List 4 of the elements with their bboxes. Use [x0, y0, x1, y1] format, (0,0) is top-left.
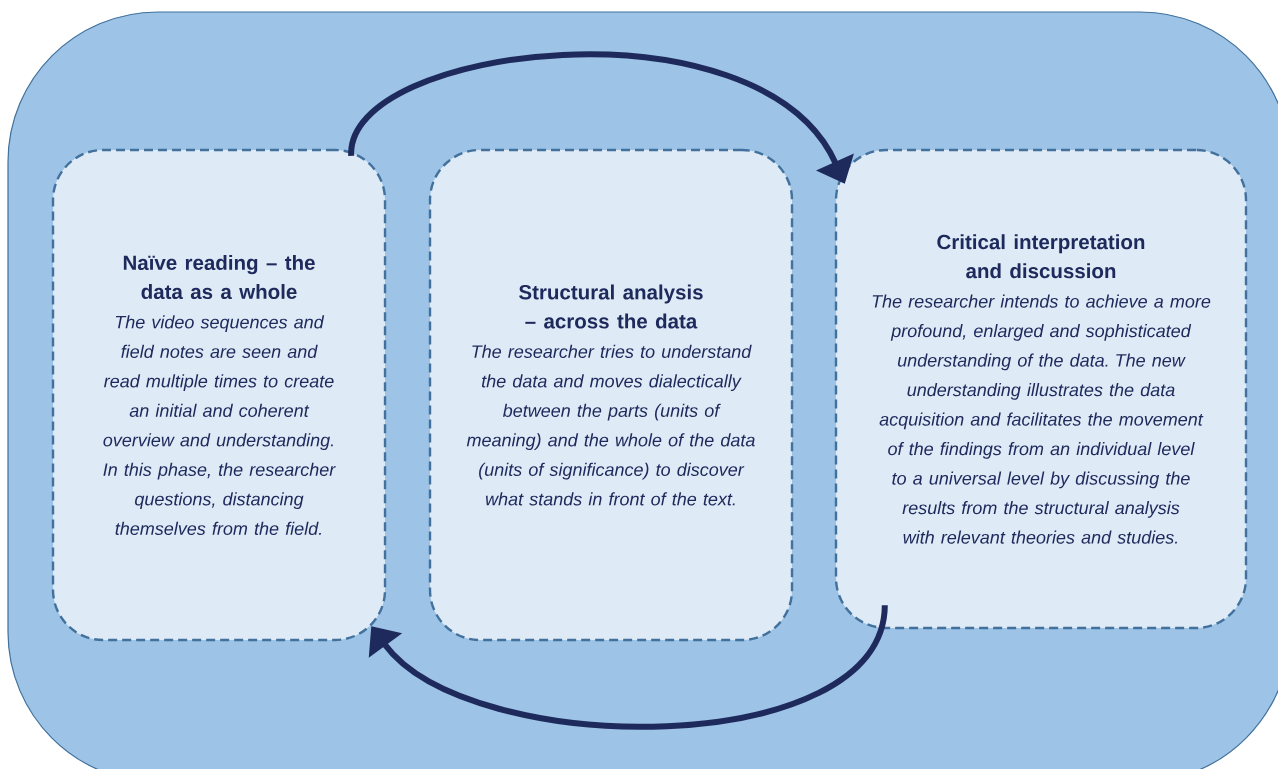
process-box: Structural analysis – across the data The researcher tries to understand the data and moves dialectically between the parts (units of meaning) and the whole of the data (units of significance) to discover what stands in front of the text.	[428, 148, 794, 642]
process-box: Critical interpretation and discussion The researcher intends to achieve a more profound, enlarged and sophisticated understanding of the data. The new understanding illustrates the data acquisition and facilitates the movement of the findings from an individual level to a universal level by discussing the results from the structural analysis with relevant theories and studies.	[834, 148, 1248, 630]
curved-arrow	[368, 604, 888, 730]
process-box: Naïve reading – the data as a whole The video sequences and field notes are seen and read multiple times to create an initial and coherent overview and understanding. In this phase, the researcher questions, distancing themselves from the field.	[51, 148, 387, 642]
